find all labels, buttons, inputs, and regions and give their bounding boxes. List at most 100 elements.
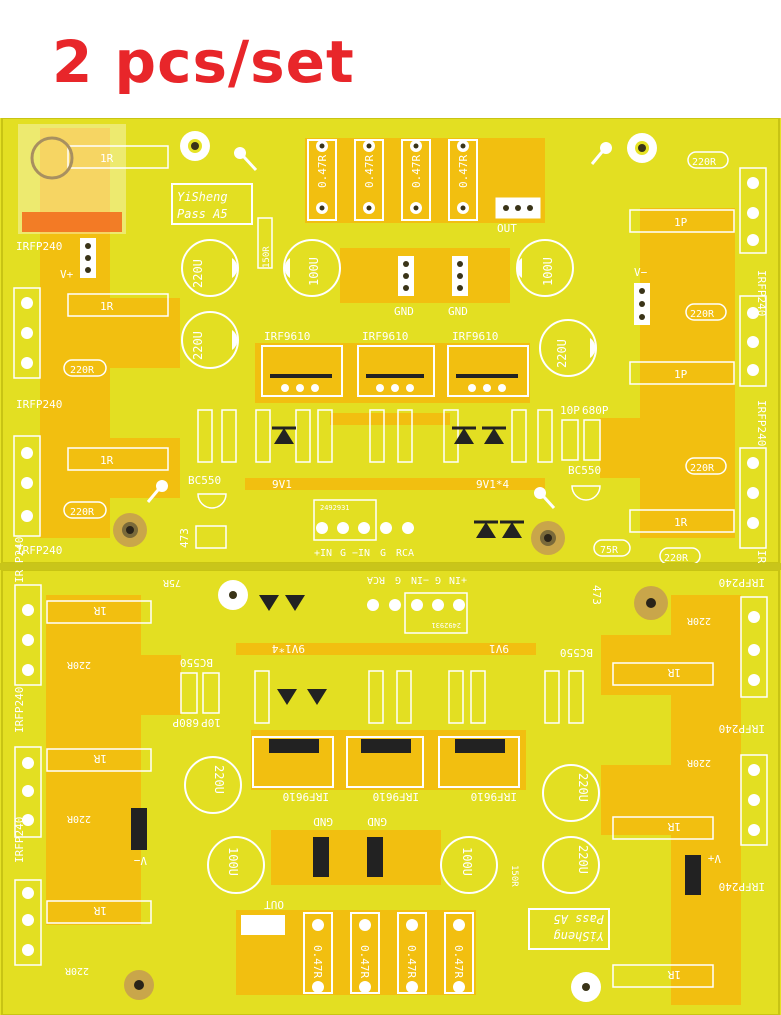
cap-473-top: 473 — [178, 525, 227, 549]
irfp240-left-1: IRFP240 — [13, 240, 62, 379]
label-code-top: 2492931 — [320, 504, 350, 512]
label-220r-left-2: 220R — [70, 507, 95, 518]
resistor-047r-group: 0.47R 0.47R 0.47R — [307, 139, 478, 221]
screw-icon-4 — [534, 487, 556, 510]
label-047r-1: 0.47R — [316, 155, 329, 188]
label-bc550-right: BC550 — [568, 464, 601, 477]
gnd-terminal-2: GND — [448, 256, 468, 318]
label-1r-b3: 1R — [667, 666, 681, 679]
resistor-047r-3: 0.47R — [401, 139, 431, 221]
brand-box-b: YiSheng Pass A5 — [528, 908, 610, 950]
label-cap-100u-b2: 100U — [226, 847, 240, 876]
label-1r-left-1: 1R — [100, 152, 114, 165]
label-g-1: G — [340, 548, 346, 559]
label-irfp240-b1: IRFP240 — [719, 880, 765, 893]
copper-trace-mid-b — [236, 643, 536, 655]
brand-name-b: YiSheng — [553, 929, 604, 943]
caps-small-b: 10P 680P BC550 BC550 473 — [172, 585, 603, 729]
label-g-b1: G — [435, 574, 441, 585]
cap-100u-1: 100U — [283, 239, 341, 297]
copper-trace-mid2 — [245, 478, 545, 490]
label-out-b: OUT — [264, 898, 284, 911]
label-220r-b4: 220R — [66, 813, 91, 824]
label-bc550-left: BC550 — [188, 474, 221, 487]
copper-block-gnd-b — [271, 830, 441, 885]
label-047r-4: 0.47R — [457, 155, 470, 188]
label-220r-right-4: 220R — [664, 553, 689, 564]
label-220r-b5: 220R — [66, 659, 91, 670]
label-cap-220u-2: 220U — [191, 331, 205, 360]
label-cap-220u-3: 220U — [555, 339, 569, 368]
label-irf9610-b2: IRF9610 — [373, 790, 419, 803]
out-connector: OUT — [495, 197, 541, 235]
label-047r-3: 0.47R — [410, 155, 423, 188]
resistor-047r-4: 0.47R — [448, 139, 478, 221]
label-in-plus-b: +IN — [449, 574, 467, 585]
label-10p-b: 10P — [201, 716, 221, 729]
label-irfp240-right-1: IRFP240 — [755, 270, 768, 316]
mounting-hole-tl — [180, 131, 210, 161]
label-irfp240-b4: IRFP240 — [13, 817, 26, 863]
mosfet-irf9610-2: IRF9610 — [357, 330, 435, 397]
mosfet-irf9610-1: IRF9610 — [261, 330, 343, 397]
resistor-150r-top: 150R — [257, 217, 273, 269]
seller-logo-sticker — [18, 124, 126, 234]
label-in-minus: −IN — [352, 548, 370, 559]
copper-block-mosfets — [255, 343, 530, 403]
label-220r-right-1: 220R — [692, 157, 717, 168]
label-cap-100u-1: 100U — [307, 257, 321, 286]
label-1r-b5: 1R — [93, 752, 107, 765]
board-top: 0.47R 0.47R 0.47R — [1, 118, 780, 596]
label-cap-220u-b2: 220U — [576, 773, 590, 802]
label-75r-b: 75R — [162, 577, 181, 588]
label-vminus: V− — [634, 266, 648, 279]
label-rca: RCA — [396, 548, 414, 559]
gnd-terminal-1: GND — [394, 256, 414, 318]
label-g-b2: G — [395, 574, 401, 585]
label-047r-b2: 0.47R — [405, 945, 418, 978]
mounting-hole-br — [531, 521, 565, 555]
label-220r-left-1: 220R — [70, 365, 95, 376]
v-terminals-b: V+ V− — [131, 808, 721, 895]
small-resistor-row-top — [197, 409, 553, 463]
transistor-bc550-left: BC550 — [188, 474, 227, 509]
small-resistors-b: 9V1 9V1*4 — [254, 595, 584, 724]
label-cap-220u-1: 220U — [191, 259, 205, 288]
label-vminus-b: V− — [133, 854, 147, 867]
label-047r-2: 0.47R — [363, 155, 376, 188]
screw-icon-2 — [590, 142, 612, 165]
label-047r-b4: 0.47R — [311, 945, 324, 978]
label-cap-220u-b1: 220U — [576, 845, 590, 874]
label-1r-b2: 1R — [667, 820, 681, 833]
cap-220u-1: 220U — [181, 239, 239, 297]
label-irfp240-b2: IRFP240 — [719, 722, 765, 735]
mounting-holes-b — [124, 580, 668, 1002]
vplus-terminal: V+ — [60, 238, 96, 281]
label-bc550-b2: BC550 — [180, 656, 213, 669]
transistor-bc550-right: BC550 — [568, 464, 601, 501]
board-gap — [0, 563, 781, 570]
resistors-left-top: 1R 1R 220R 1R 220R — [63, 145, 169, 519]
label-1p-right-2: 1P — [674, 368, 688, 381]
mosfet-irf9610-3: IRF9610 — [447, 330, 529, 397]
label-680p-b: 680P — [172, 716, 199, 729]
cap-220u-3: 220U — [539, 319, 597, 377]
resistors-right-top: 220R 1P 220R 1P 220R 1R 75R 220R — [593, 151, 735, 565]
copper-rail-right-b — [46, 595, 181, 925]
label-150r-b: 150R — [509, 865, 519, 887]
label-vplus: V+ — [60, 268, 74, 281]
cap-10p-680p: 10P 680P — [560, 404, 609, 461]
label-047r-b1: 0.47R — [452, 945, 465, 978]
brand-name: YiSheng — [177, 190, 228, 204]
resistor-047r-group-b: 0.47R 0.47R 0.47R 0.47R — [303, 912, 474, 994]
label-irf9610-b1: IRF9610 — [471, 790, 517, 803]
screw-icon-1 — [234, 147, 258, 172]
copper-trace-mid — [330, 413, 450, 425]
label-1r-b6: 1R — [93, 604, 107, 617]
label-irfp240-b6: IRFP240 — [13, 537, 26, 583]
label-vplus-b: V+ — [707, 852, 721, 865]
label-irfp240-right-2: IRFP240 — [755, 400, 768, 446]
label-bc550-b1: BC550 — [560, 646, 593, 659]
input-connector-b: 2492931 +IN G −IN G RCA — [367, 574, 468, 634]
resistor-047r-2: 0.47R — [354, 139, 384, 221]
